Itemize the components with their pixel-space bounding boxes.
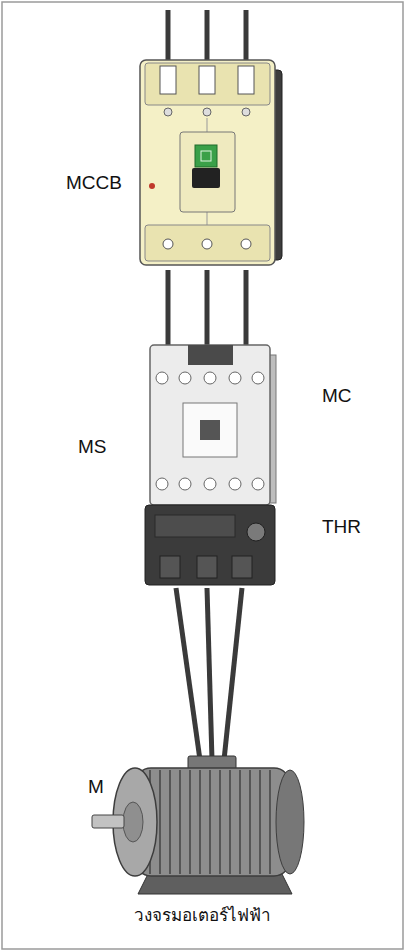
mccb-breaker-part <box>160 66 176 94</box>
electric-motor-part <box>135 768 290 876</box>
thermal-relay-part <box>160 556 180 578</box>
electric-motor-part-part <box>269 770 271 874</box>
magnetic-contactor-part <box>252 478 264 490</box>
electric-motor-part-part <box>169 770 171 874</box>
mccb-breaker-part <box>242 108 250 116</box>
magnetic-contactor-part <box>150 345 270 505</box>
magnetic-contactor <box>150 345 276 505</box>
mccb-breaker-part <box>145 225 270 261</box>
mccb-breaker-part <box>164 108 172 116</box>
mccb-breaker-part <box>238 66 254 94</box>
magnetic-contactor-part <box>179 478 191 490</box>
part-label: M <box>86 776 106 799</box>
mccb-breaker-part <box>203 108 211 116</box>
figure-caption: วงจรมอเตอร์ไฟฟ้า <box>6 904 399 926</box>
thermal-relay-part <box>145 505 275 585</box>
electric-motor-part-part <box>179 770 181 874</box>
electric-motor-part-part <box>219 770 221 874</box>
magnetic-contactor-part <box>229 372 241 384</box>
breaker-wires-part <box>244 270 249 346</box>
thermal-relay-part <box>155 515 235 537</box>
mccb-breaker-part <box>192 168 220 188</box>
electric-motor-part <box>123 802 143 842</box>
supply-wires-part <box>244 10 249 64</box>
part-label: MS <box>76 436 109 459</box>
mccb-breaker-part <box>201 151 211 161</box>
mccb-breaker-part <box>199 66 215 94</box>
part-label: MC <box>320 385 354 408</box>
breaker-wires <box>168 270 246 346</box>
magnetic-contactor-part <box>156 478 168 490</box>
thermal-relay-part <box>197 556 217 578</box>
electric-motor-part-part <box>249 770 251 874</box>
motor-wires-part <box>176 588 200 760</box>
electric-motor-part-part <box>199 770 201 874</box>
thermal-relay-part <box>232 556 252 578</box>
mccb-breaker-part <box>145 63 270 105</box>
thermal-relay <box>145 505 275 585</box>
magnetic-contactor-part <box>252 372 264 384</box>
electric-motor-part-part <box>189 770 191 874</box>
mccb-breaker-part <box>180 132 235 212</box>
electric-motor-part <box>150 770 270 874</box>
motor-wires-part <box>224 588 242 760</box>
electric-motor-part <box>276 770 304 874</box>
magnetic-contactor-part <box>188 345 233 365</box>
magnetic-contactor-part <box>156 372 168 384</box>
magnetic-contactor-part <box>204 372 216 384</box>
mccb-breaker-part <box>241 239 251 249</box>
electric-motor-part-part <box>239 770 241 874</box>
mccb-breaker-part <box>140 60 275 265</box>
mccb-breaker-part <box>202 239 212 249</box>
mccb-breaker-part <box>149 183 155 189</box>
part-label: MCCB <box>64 172 124 195</box>
mccb-breaker-part <box>195 145 217 167</box>
thermal-relay-part <box>247 523 265 541</box>
magnetic-contactor-part <box>200 420 220 440</box>
supply-wires-part <box>205 10 210 64</box>
mccb-breaker-part <box>163 239 173 249</box>
magnetic-contactor-part <box>204 478 216 490</box>
mccb-breaker <box>140 60 282 265</box>
electric-motor-part-part <box>259 770 261 874</box>
electric-motor-part <box>92 815 124 828</box>
electric-motor-part-part <box>159 770 161 874</box>
part-label: THR <box>320 516 363 539</box>
motor-wires <box>176 588 242 760</box>
motor-wires-part <box>207 588 212 760</box>
supply-wires <box>168 10 246 64</box>
supply-wires-part <box>166 10 171 64</box>
magnetic-contactor-part <box>229 478 241 490</box>
electric-motor <box>92 756 304 894</box>
electric-motor-part-part <box>209 770 211 874</box>
magnetic-contactor-part <box>183 403 237 457</box>
electric-motor-part-part <box>229 770 231 874</box>
breaker-wires-part <box>205 270 210 346</box>
magnetic-contactor-part <box>179 372 191 384</box>
breaker-wires-part <box>166 270 171 346</box>
